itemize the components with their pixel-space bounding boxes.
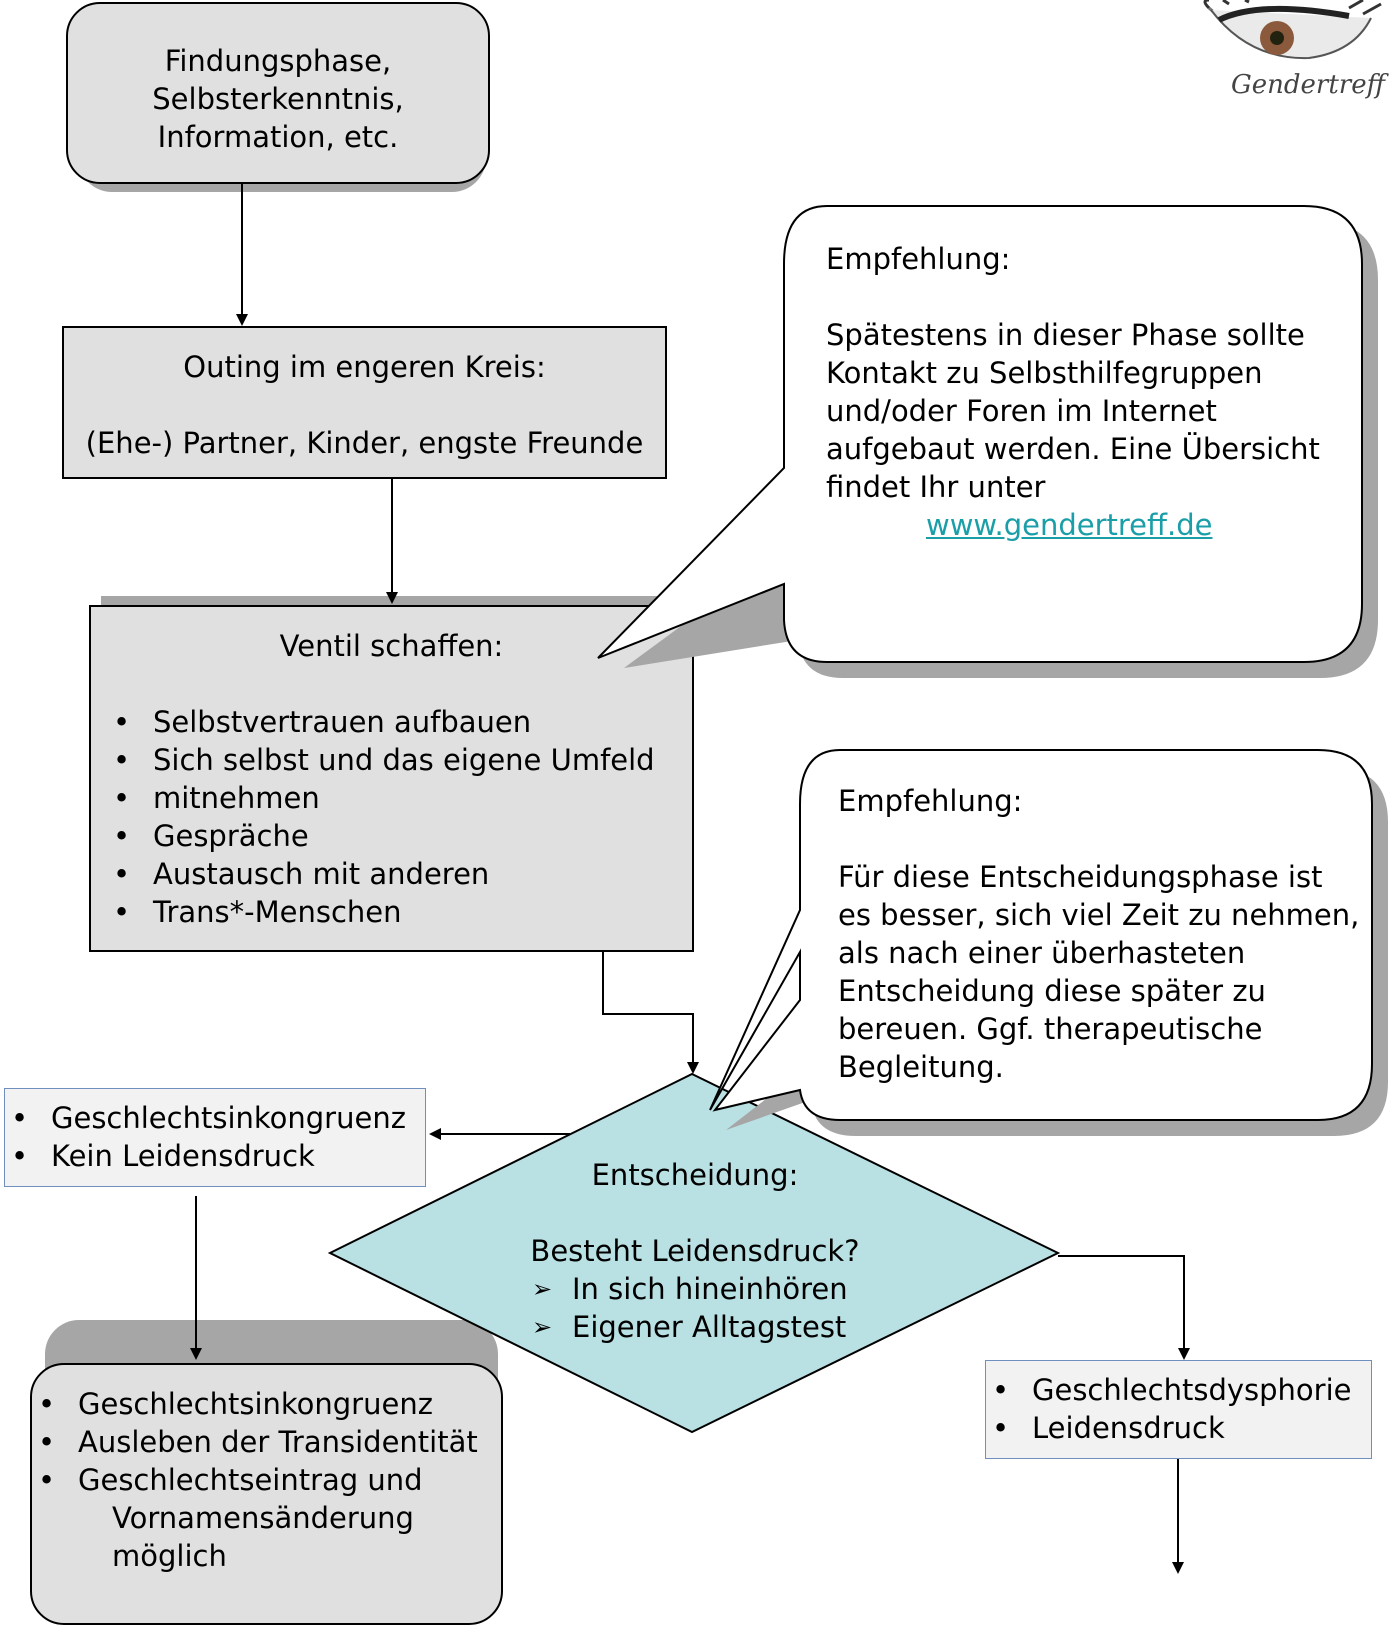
- callout-top-line: findet Ihr unter: [826, 470, 1046, 504]
- gendertreff-logo: Gendertreff: [1149, 0, 1389, 110]
- eye-icon: [1203, 0, 1382, 60]
- decision-diamond: [328, 1072, 1060, 1434]
- decision-item: Eigener Alltagstest: [528, 1308, 890, 1346]
- bottom-left-item: Ausleben der Transidentität: [16, 1423, 501, 1461]
- findung-line-1: Findungsphase,: [164, 44, 392, 78]
- callout-bottom-line: Entscheidung diese später zu: [838, 974, 1266, 1008]
- ventil-item: Austausch mit anderen: [91, 855, 692, 893]
- arrow-decision-right: [1058, 1255, 1190, 1360]
- decision-question: Besteht Leidensdruck?: [530, 1234, 860, 1268]
- ventil-item: Trans*-Menschen: [91, 893, 692, 931]
- callout-bottom-line: Begleitung.: [838, 1050, 1004, 1084]
- bottom-left-item: Geschlechtsinkongruenz: [16, 1385, 501, 1423]
- ventil-item: Gespräche: [91, 817, 692, 855]
- callout-top: Empfehlung: Spätestens in dieser Phase s…: [826, 240, 1346, 544]
- callout-bottom-line: als nach einer überhasteten: [838, 936, 1246, 970]
- callout-top-bubble: [597, 205, 1363, 663]
- findung-line-2: Selbsterkenntnis,: [152, 82, 404, 116]
- callout-bottom-heading: Empfehlung:: [838, 784, 1023, 818]
- left-box-item: Kein Leidensdruck: [0, 1137, 425, 1175]
- decision-item: In sich hineinhören: [528, 1270, 890, 1308]
- ventil-list: Selbstvertrauen aufbauen Sich selbst und…: [91, 703, 692, 931]
- callout-top-line: und/oder Foren im Internet: [826, 394, 1217, 428]
- right-box-item: Leidensdruck: [970, 1409, 1371, 1447]
- callout-bottom: Empfehlung: Für diese Entscheidungsphase…: [838, 782, 1368, 1086]
- logo-brand: Gendertreff: [1230, 70, 1385, 100]
- callout-bottom-line: Für diese Entscheidungsphase ist: [838, 860, 1323, 894]
- outing-subtitle: (Ehe-) Partner, Kinder, engste Freunde: [85, 426, 644, 460]
- ventil-item: Selbstvertrauen aufbauen: [91, 703, 692, 741]
- ventil-item: Sich selbst und das eigene Umfeld: [91, 741, 692, 779]
- bottom-left-box: Geschlechtsinkongruenz Ausleben der Tran…: [30, 1363, 503, 1625]
- findung-box: Findungsphase, Selbsterkenntnis, Informa…: [66, 2, 490, 184]
- arrow-ventil-decision: [602, 952, 699, 1074]
- callout-bottom-line: es besser, sich viel Zeit zu nehmen,: [838, 898, 1360, 932]
- callout-bottom-bubble: [709, 749, 1373, 1121]
- ventil-item: mitnehmen: [91, 779, 692, 817]
- right-box-item: Geschlechtsdysphorie: [970, 1371, 1371, 1409]
- callout-top-heading: Empfehlung:: [826, 242, 1011, 276]
- outing-box: Outing im engeren Kreis: (Ehe-) Partner,…: [62, 326, 667, 479]
- ventil-box: Ventil schaffen: Selbstvertrauen aufbaue…: [89, 605, 694, 952]
- findung-line-3: Information, etc.: [157, 120, 399, 154]
- callout-top-line: Spätestens in dieser Phase sollte: [826, 318, 1305, 352]
- decision-title: Entscheidung:: [591, 1158, 799, 1192]
- bottom-left-cont-1: Vornamensänderung: [112, 1501, 414, 1535]
- callout-bottom-line: bereuen. Ggf. therapeutische: [838, 1012, 1263, 1046]
- gendertreff-link[interactable]: www.gendertreff.de: [926, 508, 1213, 542]
- bottom-left-cont-2: möglich: [112, 1539, 227, 1573]
- decision-list: In sich hineinhören Eigener Alltagstest: [528, 1270, 890, 1346]
- ventil-title: Ventil schaffen:: [279, 629, 504, 663]
- decision-content: Entscheidung: Besteht Leidensdruck? In s…: [500, 1156, 890, 1346]
- callout-top-line: Kontakt zu Selbsthilfegruppen: [826, 356, 1263, 390]
- bottom-left-item: Geschlechtseintrag und: [16, 1461, 501, 1499]
- left-box-item: Geschlechtsinkongruenz: [0, 1099, 425, 1137]
- right-box: Geschlechtsdysphorie Leidensdruck: [985, 1360, 1372, 1459]
- callout-top-line: aufgebaut werden. Eine Übersicht: [826, 432, 1320, 466]
- left-box: Geschlechtsinkongruenz Kein Leidensdruck: [4, 1088, 426, 1187]
- outing-title: Outing im engeren Kreis:: [183, 350, 546, 384]
